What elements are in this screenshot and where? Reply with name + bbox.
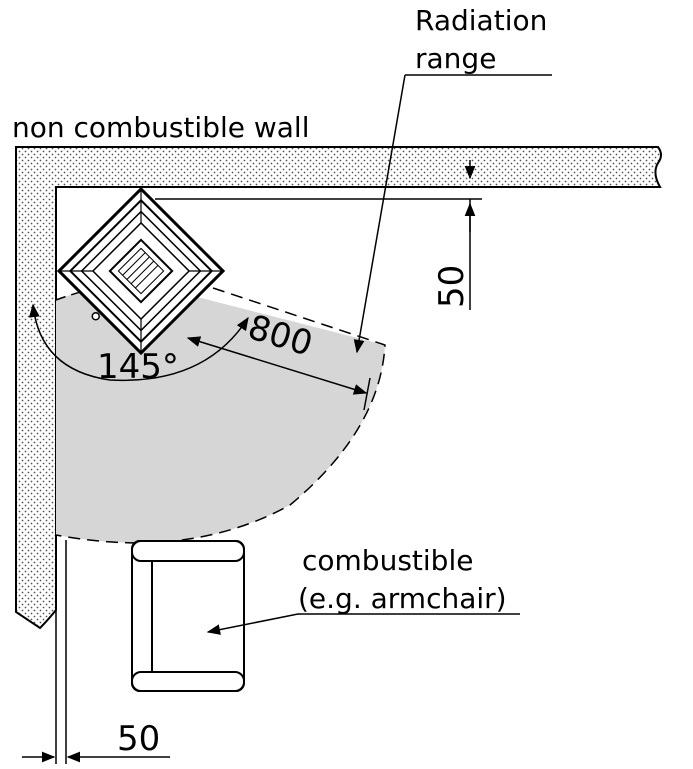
side-clearance-label: 50 xyxy=(117,719,160,759)
armchair xyxy=(131,540,245,692)
side-clearance-dimension xyxy=(22,540,170,764)
radiation-range-leader xyxy=(353,74,552,354)
radiation-label-line1: Radiation xyxy=(415,4,547,37)
combustible-label-line1: combustible xyxy=(302,544,473,577)
wall-label: non combustible wall xyxy=(12,111,310,144)
top-clearance-dimension xyxy=(155,160,482,310)
combustible-leader xyxy=(206,613,520,635)
combustible-label-line2: (e.g. armchair) xyxy=(298,582,507,615)
top-clearance-label: 50 xyxy=(432,265,472,308)
radiation-distance-dimension xyxy=(186,336,371,411)
radiation-angle-arc xyxy=(28,303,249,382)
radiation-range-area xyxy=(55,281,386,544)
non-combustible-wall xyxy=(15,146,662,630)
radiation-label-line2: range xyxy=(415,42,496,75)
radiation-angle-label: 145° xyxy=(97,347,179,387)
